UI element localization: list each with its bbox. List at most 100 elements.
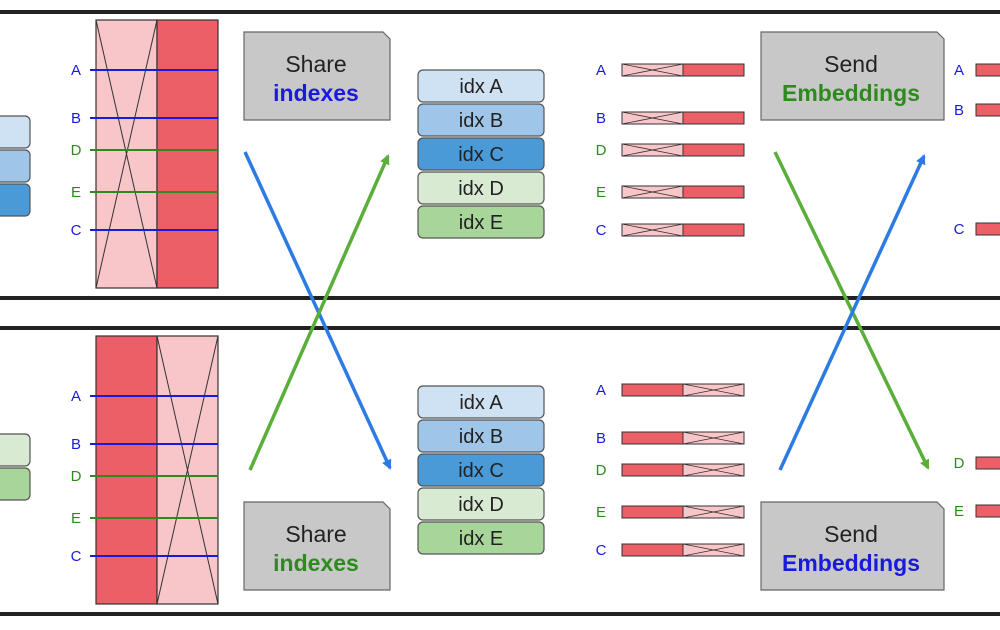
idx-label: idx C (458, 460, 504, 482)
row-lines (90, 69, 218, 231)
idx-label: idx B (459, 426, 503, 448)
embedding-dark-cell (621, 463, 684, 477)
embedding-dark-cell (682, 223, 745, 237)
idx-box (417, 385, 545, 419)
table-row-label: E (71, 184, 81, 201)
table-row-label: D (71, 468, 82, 485)
embedding-dark-cell (682, 143, 745, 157)
result-row-label: E (954, 503, 964, 520)
share-box-line2: indexes (273, 80, 359, 106)
share-box-line2: indexes (273, 550, 359, 576)
idx-label: idx E (459, 212, 503, 234)
cross-line (621, 143, 684, 157)
idx-box (417, 453, 545, 487)
embedding-row-label: C (596, 222, 607, 239)
idx-box (417, 205, 545, 239)
bottom-panel (0, 326, 1000, 616)
result-row-label: C (954, 221, 965, 238)
cross-line (621, 63, 684, 77)
idx-box (417, 521, 545, 555)
table-row-label: D (71, 142, 82, 159)
embedding-dark-cell (682, 63, 745, 77)
cross-line (682, 383, 745, 397)
share-box-shape (243, 31, 391, 121)
table-row-label: C (71, 548, 82, 565)
top-send-box: Send Embeddings (760, 31, 945, 121)
cross-line (621, 111, 684, 125)
idx-box (417, 487, 545, 521)
top-idx-list: idx A idx B idx C idx D idx E (417, 69, 545, 239)
send-box-line1: Send (824, 51, 878, 77)
embedding-row-label: B (596, 430, 606, 447)
result-row-label: D (954, 455, 965, 472)
top-embedding-rows: A BD E C (596, 62, 745, 239)
idx-label: idx A (459, 392, 503, 414)
embedding-row-label: D (596, 462, 607, 479)
result-cell (975, 504, 1000, 518)
table-row-label: B (71, 110, 81, 127)
embedding-row-label: E (596, 504, 606, 521)
embedding-dark-cell (682, 111, 745, 125)
result-cell (975, 103, 1000, 117)
idx-label: idx C (458, 144, 504, 166)
idx-box (417, 137, 545, 171)
result-cell (975, 63, 1000, 77)
embedding-dark-cell (621, 505, 684, 519)
idx-box (417, 69, 545, 103)
embedding-row-label: C (596, 542, 607, 559)
cross-line (95, 19, 158, 289)
embedding-row-label: E (596, 184, 606, 201)
share-box-line1: Share (285, 521, 346, 547)
cross-line (621, 185, 684, 199)
top-left-key-stack (0, 115, 31, 217)
share-indexes-arrow-down (243, 151, 392, 470)
send-embeddings-arrow-up (778, 154, 926, 471)
cross-line (682, 463, 745, 477)
embedding-dark-cell (682, 185, 745, 199)
table-row-label: C (71, 222, 82, 239)
bottom-left-key-stack (0, 433, 31, 501)
key-box (0, 183, 31, 217)
share-indexes-arrow-up (248, 154, 390, 471)
table-row-label: B (71, 436, 81, 453)
table-row-label: E (71, 510, 81, 527)
idx-label: idx A (459, 76, 503, 98)
row-lines (90, 395, 218, 557)
result-cell (975, 456, 1000, 470)
idx-label: idx B (459, 110, 503, 132)
cross-line (682, 543, 745, 557)
bottom-embedding-table: A BD E C (71, 335, 219, 605)
embedding-dark-cell (621, 383, 684, 397)
embedding-row-label: D (596, 142, 607, 159)
send-box-line1: Send (824, 521, 878, 547)
result-cell (975, 222, 1000, 236)
key-box (0, 467, 31, 501)
key-box (0, 433, 31, 467)
cross-line (682, 431, 745, 445)
idx-label: idx E (459, 528, 503, 550)
embedding-dark-cell (621, 431, 684, 445)
table-row-label: A (71, 388, 81, 405)
send-box-shape (760, 501, 945, 591)
bottom-result-rows: DE (954, 455, 1000, 520)
top-panel (0, 10, 1000, 300)
send-box-line2: Embeddings (782, 550, 920, 576)
embedding-row-label: A (596, 62, 606, 79)
embedding-dark-cell (621, 543, 684, 557)
bottom-send-box: Send Embeddings (760, 501, 945, 591)
share-box-line1: Share (285, 51, 346, 77)
row-labels: A BD E C (71, 388, 82, 565)
idx-box (417, 103, 545, 137)
bottom-share-box: Share indexes (243, 501, 391, 591)
idx-label: idx D (458, 178, 504, 200)
embedding-row-label: B (596, 110, 606, 127)
key-box (0, 115, 31, 149)
cross-line (156, 335, 219, 605)
top-result-rows: ABC (954, 62, 1000, 238)
idx-box (417, 419, 545, 453)
